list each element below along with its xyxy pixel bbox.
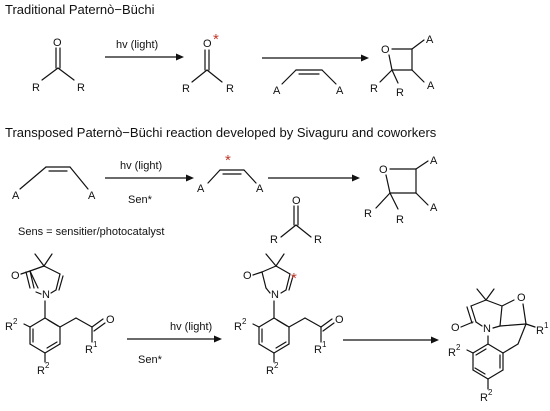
superscript-1: 1 bbox=[93, 340, 98, 349]
atom-r1: R bbox=[85, 344, 93, 356]
atom-r: R bbox=[182, 83, 190, 95]
atom-r: R bbox=[226, 83, 234, 95]
condition-light: hv (light) bbox=[170, 321, 212, 333]
atom-r2: R bbox=[37, 365, 45, 377]
enamide-reactant: O N R 2 R 2 O R 1 bbox=[5, 253, 115, 377]
atom-a: A bbox=[430, 202, 438, 214]
reaction-arrow bbox=[343, 336, 439, 344]
superscript-2: 2 bbox=[242, 317, 247, 326]
alkene-reactant: A A bbox=[273, 69, 344, 97]
excited-ketone: O * R R bbox=[182, 31, 234, 95]
atom-a: A bbox=[88, 190, 96, 202]
condition-light: hv (light) bbox=[116, 39, 158, 51]
superscript-1: 1 bbox=[322, 340, 327, 349]
atom-r: R bbox=[77, 82, 85, 94]
reaction-arrow bbox=[268, 174, 360, 182]
atom-r2: R bbox=[234, 321, 242, 333]
superscript-2: 2 bbox=[274, 361, 279, 370]
superscript-1: 1 bbox=[544, 321, 549, 330]
atom-o: O bbox=[11, 270, 20, 282]
atom-r1: R bbox=[536, 325, 544, 337]
condition-sensitizer: Sen* bbox=[128, 194, 153, 206]
excited-state-star: * bbox=[291, 270, 297, 287]
atom-r: R bbox=[364, 208, 372, 220]
atom-r2: R bbox=[266, 365, 274, 377]
atom-o: O bbox=[53, 37, 62, 49]
alkene-reactant: A A bbox=[12, 166, 96, 202]
atom-r: R bbox=[270, 234, 278, 246]
reaction-arrow bbox=[127, 335, 222, 343]
atom-r: R bbox=[314, 234, 322, 246]
superscript-2: 2 bbox=[488, 388, 493, 397]
excited-alkene: A A * bbox=[197, 152, 264, 195]
atom-n: N bbox=[271, 289, 279, 301]
atom-a: A bbox=[336, 85, 344, 97]
atom-o: O bbox=[335, 314, 344, 326]
condition-light: hv (light) bbox=[120, 160, 162, 172]
atom-a: A bbox=[256, 183, 264, 195]
atom-r2: R bbox=[5, 321, 13, 333]
superscript-2: 2 bbox=[45, 361, 50, 370]
atom-o: O bbox=[517, 292, 526, 304]
ketone-reactant: O R R bbox=[32, 37, 85, 94]
atom-o: O bbox=[381, 44, 390, 56]
excited-enamide: O * N R 2 R 2 O R 1 bbox=[234, 253, 344, 377]
atom-o: O bbox=[243, 270, 252, 282]
atom-r: R bbox=[396, 214, 404, 226]
reaction-arrow bbox=[105, 174, 194, 182]
reaction-arrow bbox=[105, 53, 184, 61]
atom-r: R bbox=[396, 87, 404, 99]
tetracyclic-oxetane-product: O N O R 1 R 2 R 2 bbox=[448, 288, 549, 404]
atom-o: O bbox=[203, 38, 212, 50]
oxetane-product: O A A R R bbox=[370, 34, 435, 99]
heading-transposed: Transposed Paternò−Büchi reaction develo… bbox=[5, 125, 437, 140]
atom-r1: R bbox=[314, 344, 322, 356]
atom-r: R bbox=[32, 82, 40, 94]
condition-sensitizer: Sen* bbox=[138, 354, 163, 366]
atom-a: A bbox=[430, 155, 438, 167]
superscript-2: 2 bbox=[13, 317, 18, 326]
atom-o: O bbox=[292, 195, 301, 207]
atom-r2: R bbox=[480, 392, 488, 404]
sensitizer-definition: Sens = sensitier/photocatalyst bbox=[18, 226, 164, 238]
excited-state-star: * bbox=[225, 152, 231, 169]
atom-a: A bbox=[12, 190, 20, 202]
atom-r: R bbox=[370, 83, 378, 95]
atom-n: N bbox=[483, 323, 491, 335]
atom-o: O bbox=[379, 164, 388, 176]
superscript-2: 2 bbox=[456, 343, 461, 352]
atom-n: N bbox=[42, 289, 50, 301]
reaction-arrow bbox=[262, 54, 369, 62]
atom-a: A bbox=[426, 34, 434, 46]
excited-state-star: * bbox=[213, 31, 219, 48]
ketone-reactant: O R R bbox=[270, 195, 322, 246]
atom-r2: R bbox=[448, 347, 456, 359]
heading-traditional: Traditional Paternò−Büchi bbox=[5, 2, 155, 17]
atom-a: A bbox=[427, 80, 435, 92]
atom-a: A bbox=[197, 183, 205, 195]
atom-o: O bbox=[451, 322, 460, 334]
atom-a: A bbox=[273, 85, 281, 97]
oxetane-product: O A A R R bbox=[364, 155, 438, 226]
atom-o: O bbox=[106, 314, 115, 326]
